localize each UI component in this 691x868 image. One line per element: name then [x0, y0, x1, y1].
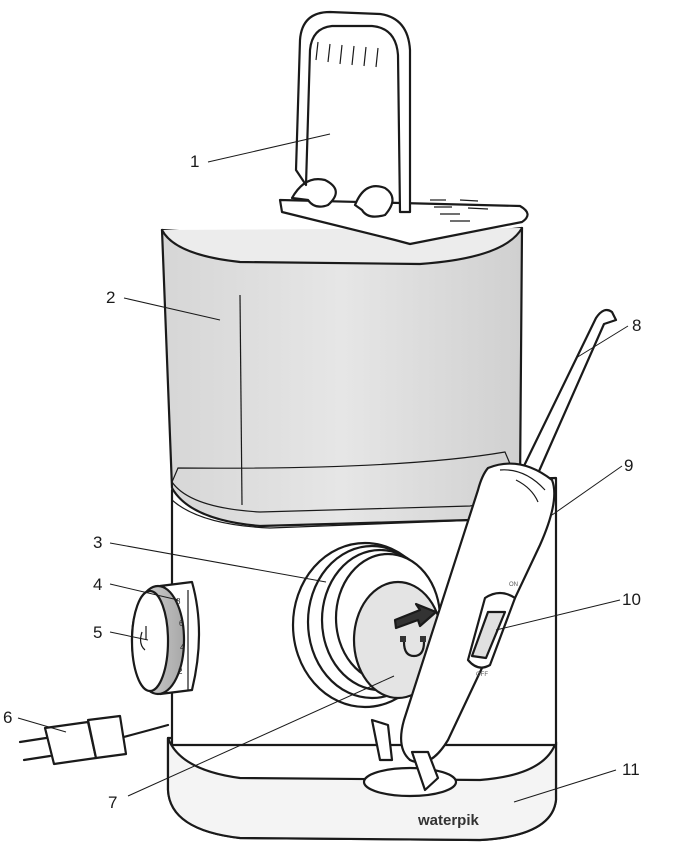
- callout-5: 5: [93, 623, 102, 642]
- callout-3: 3: [93, 533, 102, 552]
- callout-2: 2: [106, 288, 115, 307]
- callout-11: 11: [622, 760, 640, 779]
- callout-6: 6: [3, 708, 12, 727]
- reservoir-lid: [278, 10, 529, 246]
- leader-lines: [17, 133, 629, 803]
- switch-label-on: ON: [509, 582, 518, 588]
- callout-9: 9: [624, 456, 633, 475]
- flosser-tip: [520, 308, 618, 480]
- dial-number-4: 4: [180, 643, 185, 652]
- callout-7: 7: [108, 793, 117, 812]
- reservoir: [160, 226, 524, 528]
- dial-number-2: 2: [178, 667, 183, 676]
- callouts: 1 2 3 4 5 6 7 8 9 10 11: [3, 152, 641, 812]
- handle-cradle: [410, 750, 440, 792]
- callout-1: 1: [190, 152, 199, 171]
- pressure-dial: 8 6 4 2: [130, 580, 201, 696]
- dial-number-6: 6: [179, 619, 184, 628]
- power-cord: [18, 714, 170, 766]
- brand-logo: waterpik: [417, 812, 480, 829]
- power-button: [139, 626, 147, 651]
- base: waterpik: [166, 736, 558, 842]
- callout-4: 4: [93, 575, 102, 594]
- switch-label-off: OFF: [476, 672, 488, 678]
- callout-10: 10: [622, 590, 641, 609]
- hose-reel: [291, 541, 444, 762]
- flosser-handle: ON OFF: [399, 462, 556, 764]
- callout-8: 8: [632, 316, 641, 335]
- dial-number-8: 8: [176, 597, 181, 606]
